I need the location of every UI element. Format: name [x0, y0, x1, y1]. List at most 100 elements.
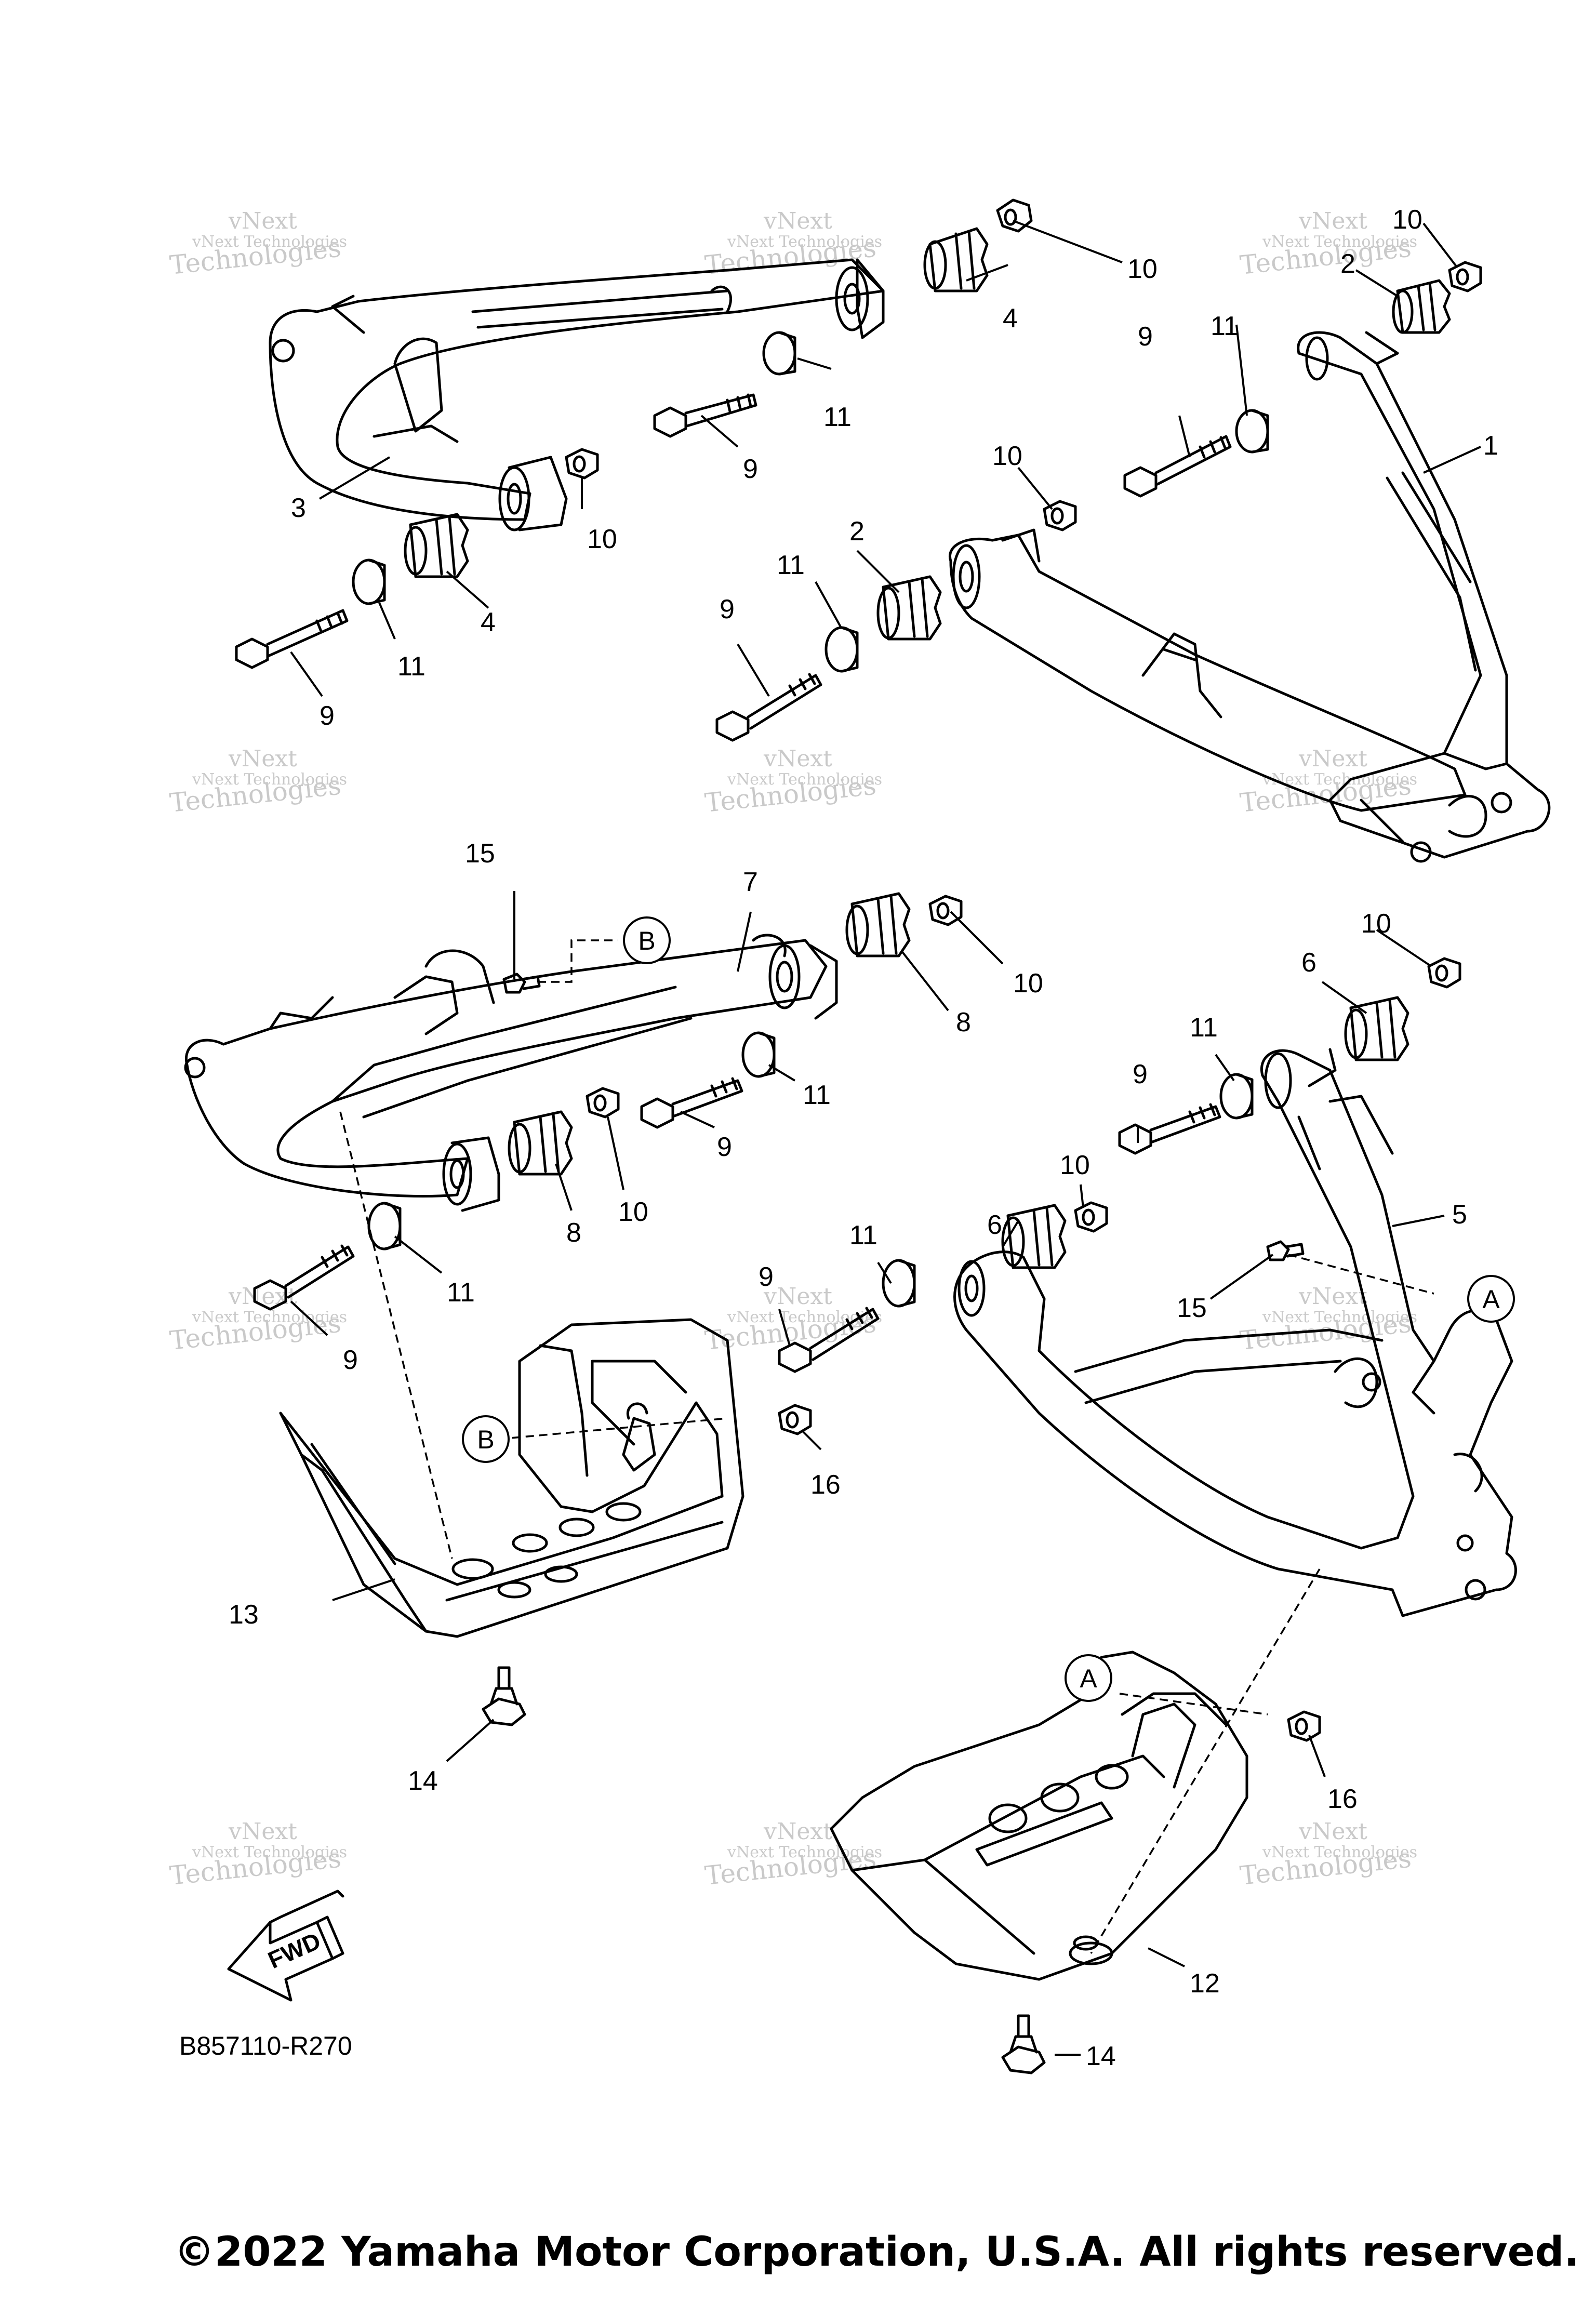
nut-10	[1074, 1201, 1108, 1233]
bushing-8-lower	[508, 1110, 573, 1176]
callout-9: 9	[1133, 1059, 1148, 1089]
watermark: vNext vNext Technologies Technologies	[168, 208, 347, 281]
callout-8: 8	[956, 1007, 971, 1037]
nut-16	[1287, 1710, 1321, 1742]
bolt-14	[1001, 2014, 1046, 2074]
ref-b-top: B	[623, 916, 671, 964]
callouts: 10 4 11 9 10 2 11 9 1 10 2 11 9 10 3 4 1…	[229, 205, 1498, 2071]
svg-text:vNext Technologies: vNext Technologies	[192, 233, 347, 251]
svg-text:vNext: vNext	[228, 746, 297, 772]
callout-9: 9	[343, 1345, 358, 1375]
skid-plate-right	[830, 1651, 1248, 1981]
bushing-8-upper	[845, 892, 911, 957]
nut-16	[778, 1404, 812, 1435]
bushing-4-upper	[923, 227, 989, 292]
callout-10: 10	[1361, 909, 1391, 939]
bushing-2-lower	[876, 575, 942, 641]
svg-text:A: A	[1482, 1285, 1500, 1314]
bolt-9	[1123, 435, 1232, 498]
lower-arm-right	[953, 1048, 1517, 1617]
callout-7: 7	[743, 867, 758, 897]
watermark: vNext vNext Technologies Technologies	[1239, 1818, 1417, 1891]
washer-11	[741, 1031, 776, 1078]
nut-10	[565, 448, 599, 480]
watermark: vNext vNext Technologies Technologies	[168, 746, 347, 818]
callout-9: 9	[1138, 322, 1153, 352]
callout-10: 10	[1127, 254, 1158, 284]
nut-10	[1427, 957, 1461, 989]
bushing-2-upper	[1392, 279, 1451, 334]
callout-9: 9	[320, 701, 335, 731]
callout-10: 10	[618, 1197, 648, 1227]
callout-11: 11	[1211, 311, 1239, 341]
callout-16: 16	[810, 1470, 841, 1500]
callout-11: 11	[777, 550, 805, 580]
bolt-9	[653, 393, 757, 438]
bushing-4-lower	[404, 513, 469, 578]
callout-2: 2	[1340, 249, 1355, 279]
washer-11	[824, 626, 859, 673]
bolt-9	[778, 1307, 880, 1373]
callout-9: 9	[717, 1132, 732, 1162]
callout-15: 15	[465, 839, 495, 869]
bolt-15	[1266, 1240, 1305, 1261]
callout-10: 10	[1013, 968, 1043, 999]
nut-10	[996, 198, 1033, 233]
callout-10: 10	[587, 524, 617, 554]
watermark: vNext vNext Technologies Technologies	[1239, 1283, 1417, 1356]
callout-11: 11	[397, 651, 425, 682]
callout-6: 6	[987, 1210, 1002, 1240]
fwd-arrow	[227, 1890, 344, 2002]
bolt-9	[715, 673, 822, 742]
callout-10: 10	[1392, 205, 1422, 235]
svg-text:vNext: vNext	[228, 208, 297, 234]
washer-11	[1219, 1073, 1254, 1120]
bolt-9	[253, 1244, 355, 1311]
svg-text:vNext Technologies: vNext Technologies	[1262, 1843, 1417, 1861]
callout-8: 8	[566, 1218, 581, 1248]
watermarks: vNext vNext Technologies Technologies vN…	[168, 208, 1417, 1891]
upper-arm-left	[269, 258, 885, 531]
callout-11: 11	[823, 402, 852, 432]
svg-text:B: B	[477, 1425, 494, 1454]
callout-1: 1	[1483, 431, 1498, 461]
svg-text:B: B	[638, 926, 655, 955]
watermark: vNext vNext Technologies Technologies	[1239, 208, 1417, 281]
callout-14: 14	[1086, 2041, 1116, 2071]
callout-10: 10	[1060, 1150, 1090, 1180]
bolt-9	[640, 1077, 743, 1129]
callout-15: 15	[1177, 1293, 1207, 1323]
svg-text:vNext Technologies: vNext Technologies	[727, 1843, 882, 1861]
watermark: vNext vNext Technologies Technologies	[168, 1818, 347, 1891]
callout-16: 16	[1327, 1784, 1358, 1814]
callout-5: 5	[1452, 1200, 1467, 1230]
bolt-15	[502, 973, 541, 994]
callout-2: 2	[849, 516, 864, 547]
callout-11: 11	[803, 1080, 831, 1110]
ref-b-plate: B	[462, 1415, 510, 1463]
svg-text:vNext Technologies: vNext Technologies	[192, 1308, 347, 1326]
bushing-6-lower	[1001, 1204, 1067, 1269]
bolt-9	[1118, 1103, 1221, 1155]
svg-text:vNext Technologies: vNext Technologies	[727, 1308, 882, 1326]
nut-10	[1043, 500, 1077, 531]
callout-9: 9	[720, 594, 735, 624]
callout-9: 9	[743, 454, 758, 484]
callout-14: 14	[408, 1766, 438, 1796]
watermark: vNext vNext Technologies Technologies	[703, 746, 882, 818]
svg-text:vNext: vNext	[228, 1818, 297, 1845]
nut-10	[1448, 261, 1482, 292]
svg-text:vNext Technologies: vNext Technologies	[192, 770, 347, 789]
callout-11: 11	[1190, 1013, 1218, 1043]
nut-10	[586, 1087, 620, 1119]
skid-plate-left	[279, 1318, 744, 1638]
ref-a-plate: A	[1065, 1654, 1112, 1702]
callout-4: 4	[1003, 303, 1018, 334]
svg-text:vNext Technologies: vNext Technologies	[727, 770, 882, 789]
callout-10: 10	[992, 441, 1022, 471]
watermark: vNext vNext Technologies Technologies	[168, 1283, 347, 1356]
reference-lines	[339, 939, 1434, 1954]
svg-text:vNext Technologies: vNext Technologies	[727, 233, 882, 251]
watermark: vNext vNext Technologies Technologies	[703, 1818, 882, 1891]
